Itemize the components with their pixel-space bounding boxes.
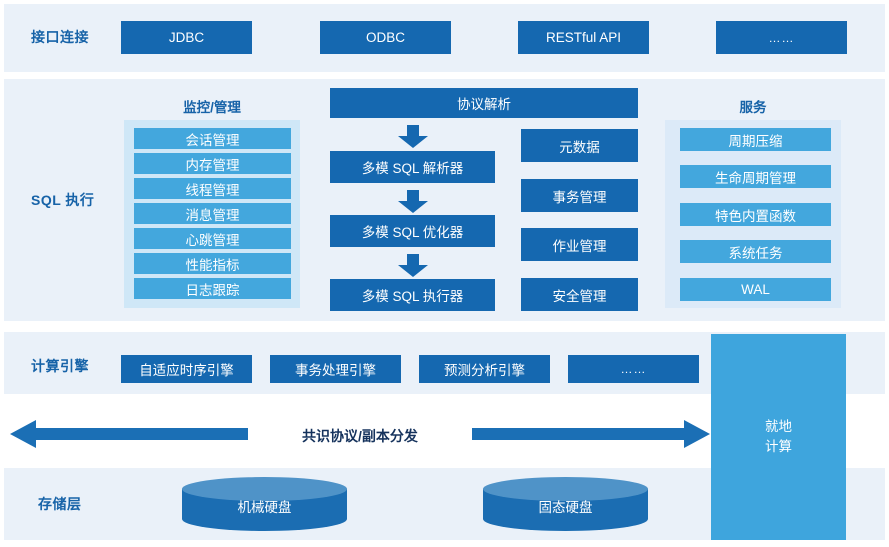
- in-situ-compute-panel[interactable]: 就地 计算: [711, 334, 846, 540]
- service-item-periodic-compression[interactable]: 周期压缩: [680, 128, 831, 151]
- row-label-interface: 接口连接: [31, 29, 89, 45]
- manager-item-transaction[interactable]: 事务管理: [521, 179, 638, 212]
- row-label-compute: 计算引擎: [31, 358, 89, 374]
- service-item-system-tasks[interactable]: 系统任务: [680, 240, 831, 263]
- service-item-lifecycle-management[interactable]: 生命周期管理: [680, 165, 831, 188]
- monitor-item-memory[interactable]: 内存管理: [134, 153, 291, 174]
- monitor-item-heartbeat[interactable]: 心跳管理: [134, 228, 291, 249]
- monitor-item-log-trace[interactable]: 日志跟踪: [134, 278, 291, 299]
- pipeline-stage-optimizer[interactable]: 多模 SQL 优化器: [330, 215, 495, 247]
- compute-item-transaction-processing[interactable]: 事务处理引擎: [270, 355, 401, 383]
- service-item-builtin-functions[interactable]: 特色内置函数: [680, 203, 831, 226]
- interface-item-more[interactable]: ……: [716, 21, 847, 54]
- service-column-title: 服务: [739, 100, 767, 115]
- arrow-left-icon: [10, 420, 248, 448]
- pipeline-stage-parser[interactable]: 多模 SQL 解析器: [330, 151, 495, 183]
- pipeline-header-protocol-parse[interactable]: 协议解析: [330, 88, 638, 118]
- consensus-label: 共识协议/副本分发: [302, 428, 418, 444]
- storage-item-ssd[interactable]: 固态硬盘: [483, 477, 648, 531]
- storage-item-hdd[interactable]: 机械硬盘: [182, 477, 347, 531]
- arrow-down-icon: [396, 190, 430, 214]
- monitor-column-title: 监控/管理: [183, 100, 241, 115]
- monitor-item-performance[interactable]: 性能指标: [134, 253, 291, 274]
- in-situ-compute-line1: 就地: [765, 419, 792, 435]
- manager-item-metadata[interactable]: 元数据: [521, 129, 638, 162]
- arrow-right-icon: [472, 420, 710, 448]
- pipeline-stage-executor[interactable]: 多模 SQL 执行器: [330, 279, 495, 311]
- arrow-down-icon: [396, 125, 430, 149]
- compute-item-more[interactable]: ……: [568, 355, 699, 383]
- interface-item-odbc[interactable]: ODBC: [320, 21, 451, 54]
- arrow-down-icon: [396, 254, 430, 278]
- interface-item-restful-api[interactable]: RESTful API: [518, 21, 649, 54]
- manager-item-security[interactable]: 安全管理: [521, 278, 638, 311]
- interface-item-jdbc[interactable]: JDBC: [121, 21, 252, 54]
- row-label-storage: 存储层: [38, 496, 82, 512]
- monitor-item-session[interactable]: 会话管理: [134, 128, 291, 149]
- monitor-item-message[interactable]: 消息管理: [134, 203, 291, 224]
- compute-item-predictive-analytics[interactable]: 预测分析引擎: [419, 355, 550, 383]
- monitor-item-thread[interactable]: 线程管理: [134, 178, 291, 199]
- compute-item-adaptive-timeseries[interactable]: 自适应时序引擎: [121, 355, 252, 383]
- manager-item-job[interactable]: 作业管理: [521, 228, 638, 261]
- row-label-sql-exec: SQL 执行: [31, 192, 95, 208]
- service-item-wal[interactable]: WAL: [680, 278, 831, 301]
- in-situ-compute-line2: 计算: [765, 439, 792, 454]
